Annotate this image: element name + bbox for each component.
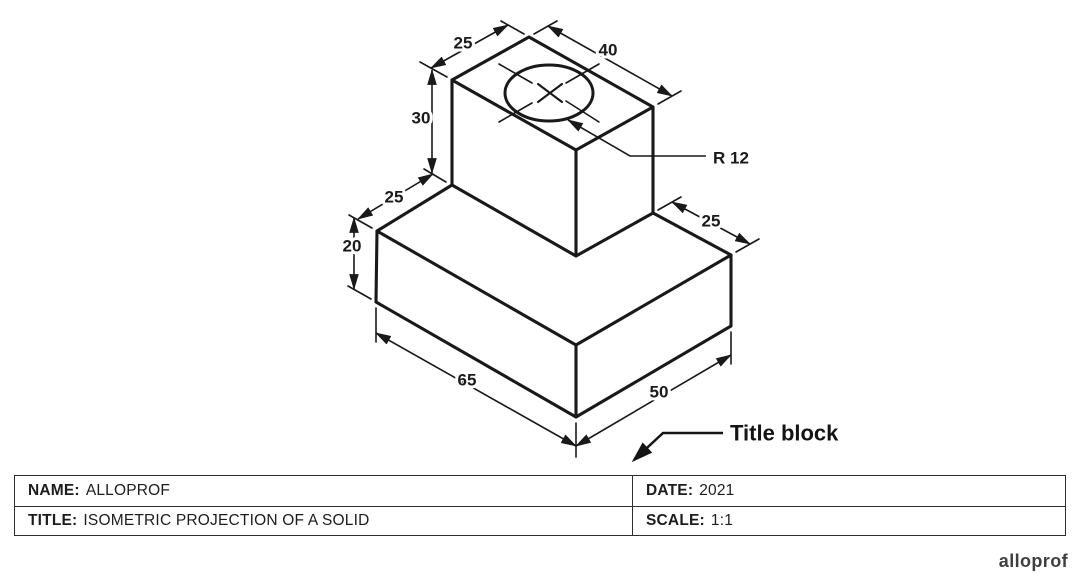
dimension-labels: 25 40 30 25 20 25 65 50 R 12 — [340, 31, 752, 405]
dim-line-top-25 — [430, 24, 509, 69]
date-cell: DATE: 2021 — [632, 476, 1065, 506]
title-block-callout: Title block — [631, 418, 842, 463]
title-block-arrow — [631, 431, 723, 463]
title-block-table: NAME: ALLOPROF DATE: 2021 TITLE: ISOMETR… — [14, 475, 1066, 536]
isometric-solid — [374, 35, 733, 419]
date-label: DATE: — [646, 481, 694, 499]
dim-label-right-25: 25 — [702, 212, 721, 231]
title-block-callout-label: Title block — [730, 421, 839, 446]
dim-label-50: 50 — [650, 383, 669, 402]
top-box-edges — [450, 78, 655, 258]
dim-label-40: 40 — [599, 41, 618, 60]
dim-label-30: 30 — [412, 109, 431, 128]
radius-leader-line — [567, 119, 706, 157]
dim-label-top-25: 25 — [454, 34, 473, 53]
base-box-edges — [374, 183, 733, 419]
date-value: 2021 — [699, 481, 735, 499]
dim-line-50 — [575, 354, 732, 447]
top-box-top-face — [450, 35, 655, 152]
scale-value: 1:1 — [710, 511, 734, 529]
name-value: ALLOPROF — [85, 481, 171, 499]
scale-cell: SCALE: 1:1 — [632, 505, 1065, 535]
name-cell: NAME: ALLOPROF — [15, 476, 632, 506]
radius-label: R 12 — [713, 149, 749, 168]
dim-label-65: 65 — [458, 371, 477, 390]
dim-line-mid-25 — [357, 173, 434, 220]
title-label: TITLE: — [28, 511, 78, 529]
alloprof-logo: alloprof — [998, 551, 1068, 571]
scale-label: SCALE: — [646, 511, 705, 529]
dimension-lines — [349, 24, 752, 447]
dim-line-40 — [547, 25, 673, 97]
dim-line-right-25 — [670, 201, 752, 245]
name-label: NAME: — [28, 481, 80, 499]
dim-line-65 — [375, 332, 577, 447]
title-cell: TITLE: ISOMETRIC PROJECTION OF A SOLID — [15, 505, 632, 536]
dim-label-mid-25: 25 — [385, 188, 404, 207]
dim-label-20: 20 — [343, 237, 362, 256]
title-value: ISOMETRIC PROJECTION OF A SOLID — [83, 511, 370, 529]
